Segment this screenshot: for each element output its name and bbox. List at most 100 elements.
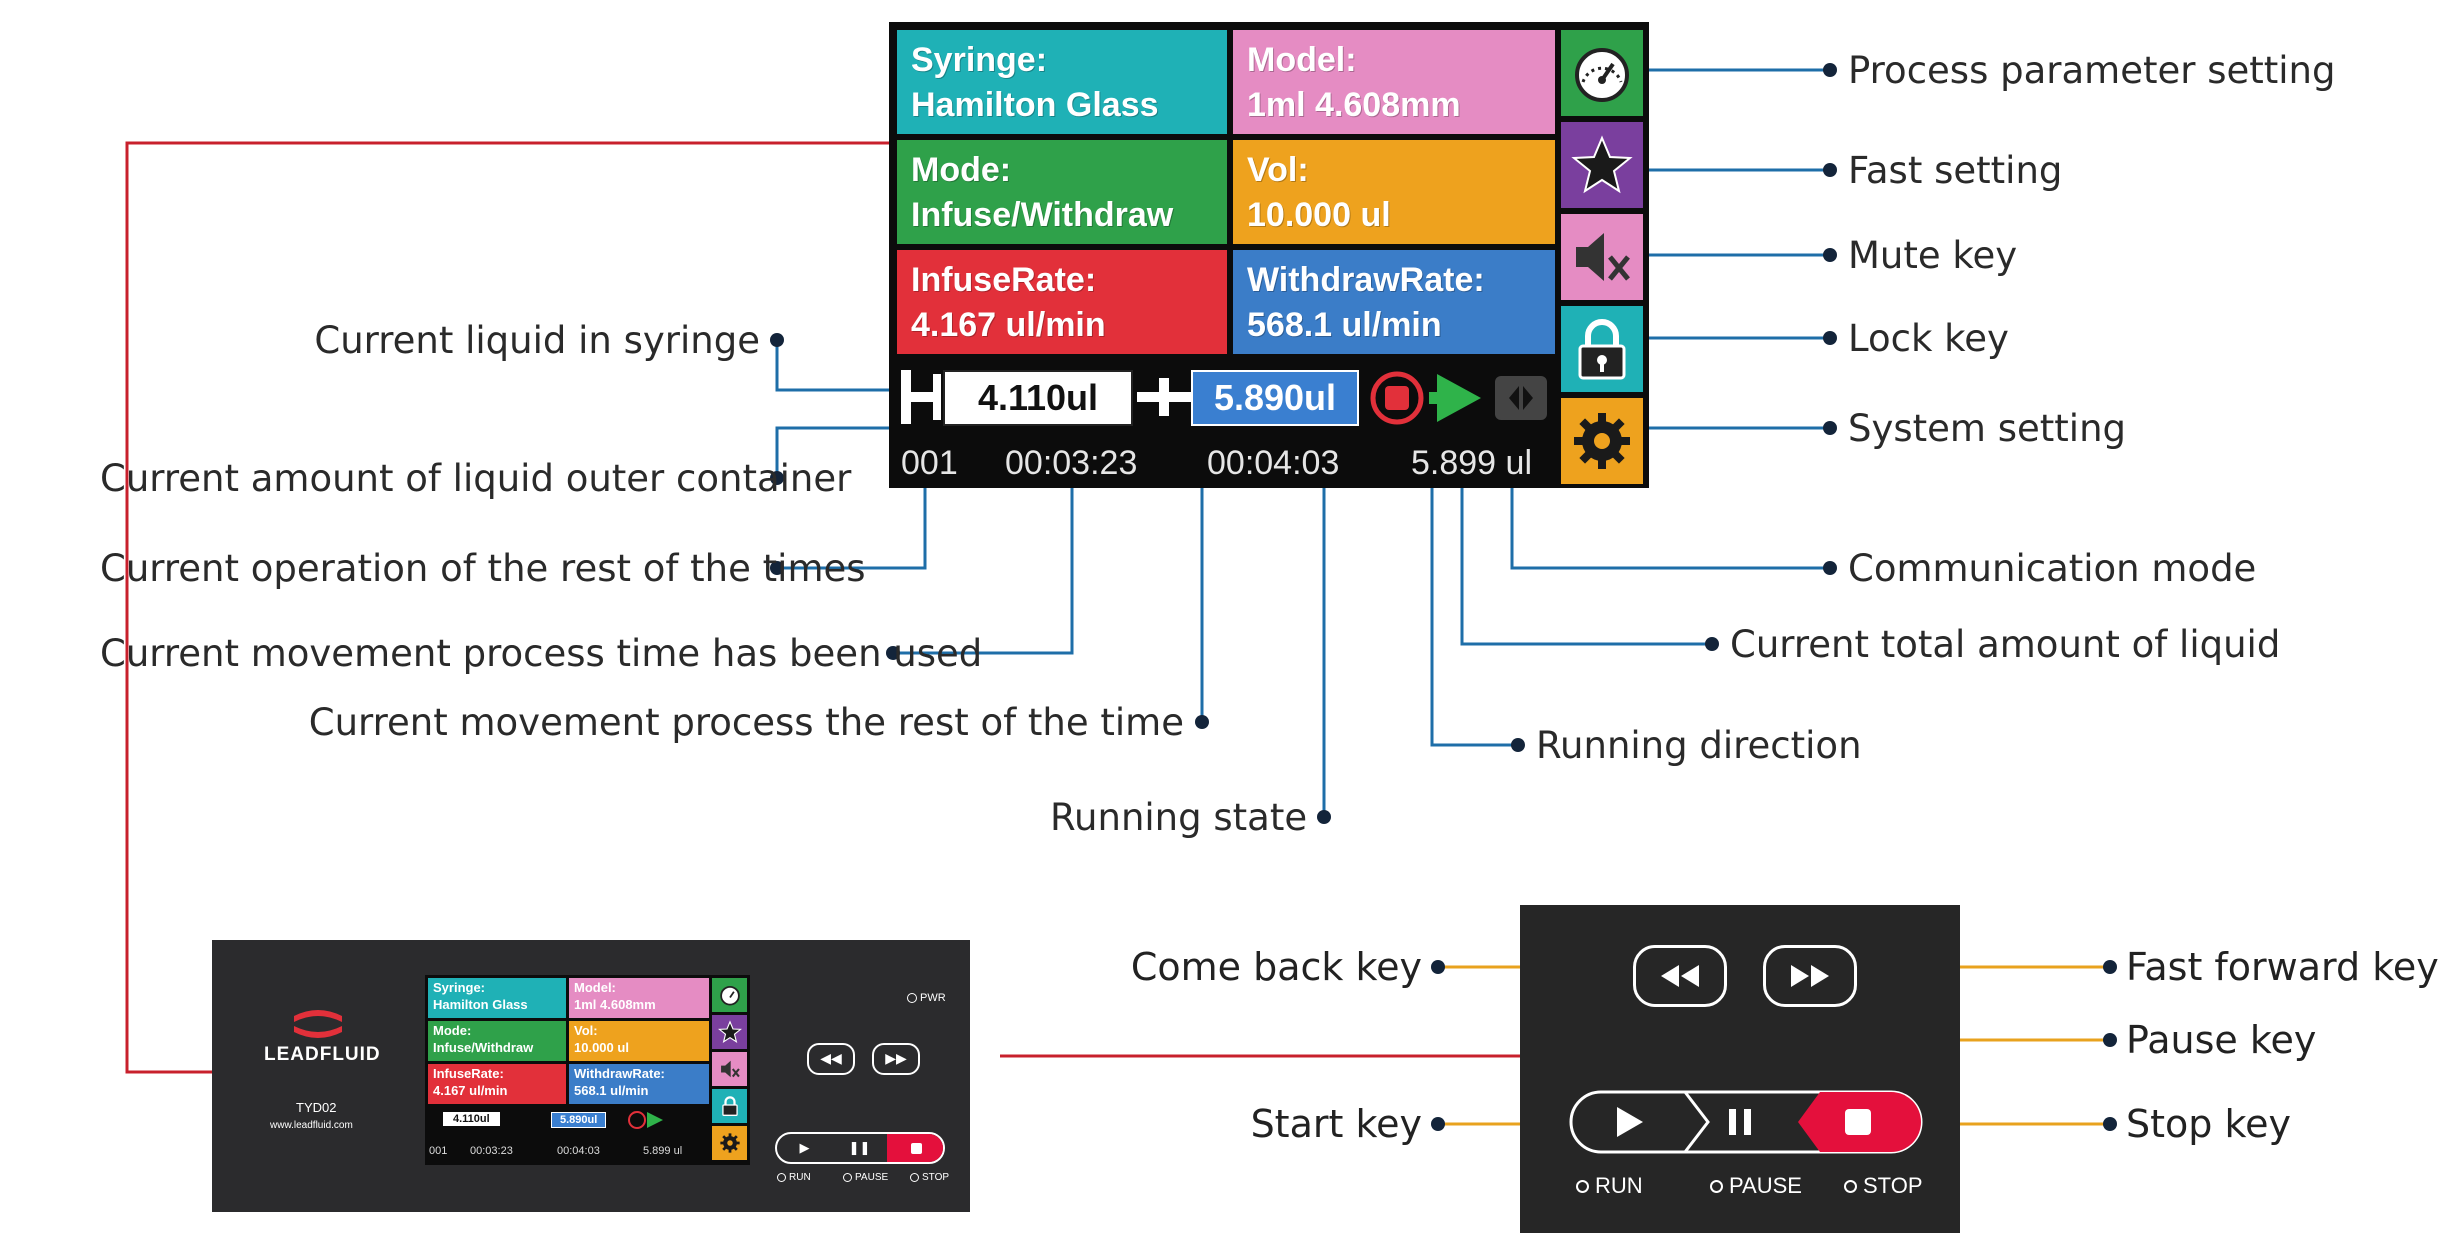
play-icon xyxy=(1617,1107,1643,1137)
mini-total-liquid: 5.899 ul xyxy=(643,1145,683,1157)
callout-pause-key: Pause key xyxy=(2126,1018,2317,1062)
keypad-panel: RUN PAUSE STOP xyxy=(1520,905,1960,1233)
withdraw-rate-value: 568.1 ul/min xyxy=(1247,305,1442,344)
process-parameter-button[interactable] xyxy=(1561,30,1643,116)
pump-device-panel: LEADFLUID TYD02 www.leadfluid.com Syring… xyxy=(212,940,970,1212)
mini-infuse-value: 4.167 ul/min xyxy=(433,1082,508,1098)
model-tile[interactable]: Model: 1ml 4.608mm xyxy=(1233,30,1555,134)
pump-screen: Syringe: Hamilton Glass Model: 1ml 4.608… xyxy=(889,22,1649,488)
infuse-rate-tile[interactable]: InfuseRate: 4.167 ul/min xyxy=(897,250,1227,354)
syringe-value: Hamilton Glass xyxy=(911,85,1159,124)
mini-outer-liquid: 5.890ul xyxy=(551,1112,607,1128)
mini-stop-button[interactable] xyxy=(887,1134,943,1162)
rewind-icon xyxy=(1661,965,1699,987)
withdraw-rate-label: WithdrawRate: xyxy=(1247,261,1485,299)
mini-lock-icon xyxy=(712,1089,747,1123)
mini-run-label: RUN xyxy=(789,1172,811,1183)
callout-time-used: Current movement process time has been u… xyxy=(100,632,983,675)
pause-button[interactable] xyxy=(1690,1093,1790,1151)
mini-stop-icon xyxy=(910,1142,922,1154)
communication-icon[interactable] xyxy=(1493,370,1549,426)
run-led-icon xyxy=(1576,1179,1589,1193)
pause-label: PAUSE xyxy=(1729,1173,1802,1198)
outer-liquid-value: 5.890ul xyxy=(1191,370,1359,426)
times-left-value: 001 xyxy=(901,444,958,482)
callout-start-key: Start key xyxy=(1250,1102,1422,1146)
mini-mode-tile: Mode: Infuse/Withdraw xyxy=(428,1021,566,1061)
stop-icon xyxy=(1845,1109,1871,1135)
mini-syringe-value: Hamilton Glass xyxy=(433,996,528,1012)
mini-pause-button[interactable]: ❚❚ xyxy=(848,1140,871,1156)
mute-icon xyxy=(1576,233,1630,281)
stop-button[interactable] xyxy=(1808,1093,1908,1151)
fast-forward-button[interactable] xyxy=(1763,945,1857,1007)
mini-model-tile: Model: 1ml 4.608mm xyxy=(569,978,709,1018)
callout-communication-mode: Communication mode xyxy=(1848,547,2257,590)
mini-rewind-icon: ◀◀ xyxy=(820,1051,842,1067)
device-link-line xyxy=(125,141,900,1074)
fast-forward-icon xyxy=(1791,965,1829,987)
mode-value: Infuse/Withdraw xyxy=(911,195,1174,234)
stop-state-icon[interactable] xyxy=(1369,370,1425,426)
vol-tile[interactable]: Vol: 10.000 ul xyxy=(1233,140,1555,244)
infuse-rate-label: InfuseRate: xyxy=(911,261,1097,299)
mini-times-left: 001 xyxy=(429,1145,448,1157)
model-value: 1ml 4.608mm xyxy=(1247,85,1461,124)
callout-process-parameter: Process parameter setting xyxy=(1848,49,2336,92)
stop-led-icon xyxy=(1844,1179,1857,1193)
start-button[interactable] xyxy=(1580,1093,1680,1151)
gear-icon xyxy=(1574,413,1630,469)
device-website: www.leadfluid.com xyxy=(270,1120,353,1131)
mini-forward-icon: ▶▶ xyxy=(885,1051,907,1067)
mini-mute-icon xyxy=(712,1052,747,1086)
mini-model-label: Model: xyxy=(574,980,616,995)
callout-running-direction: Running direction xyxy=(1536,724,1862,767)
mini-forward-button[interactable]: ▶▶ xyxy=(872,1043,920,1075)
infuse-rate-value: 4.167 ul/min xyxy=(911,305,1106,344)
lock-key-button[interactable] xyxy=(1561,306,1643,392)
come-back-button[interactable] xyxy=(1633,945,1727,1007)
mini-play-icon xyxy=(647,1112,663,1128)
syringe-tile[interactable]: Syringe: Hamilton Glass xyxy=(897,30,1227,134)
mode-tile[interactable]: Mode: Infuse/Withdraw xyxy=(897,140,1227,244)
mini-vol-value: 10.000 ul xyxy=(574,1039,629,1055)
lock-icon xyxy=(1578,319,1626,380)
mini-gauge-icon xyxy=(712,978,747,1012)
pause-indicator: PAUSE xyxy=(1710,1173,1802,1199)
mini-screen: Syringe: Hamilton Glass Model: 1ml 4.608… xyxy=(425,975,750,1165)
mini-pause-label: PAUSE xyxy=(855,1172,889,1183)
fast-setting-button[interactable] xyxy=(1561,122,1643,208)
model-label: Model: xyxy=(1247,41,1357,79)
mini-withdraw-tile: WithdrawRate: 568.1 ul/min xyxy=(569,1064,709,1104)
time-used-value: 00:03:23 xyxy=(1005,444,1138,482)
callout-fast-forward-key: Fast forward key xyxy=(2126,945,2439,989)
system-setting-button[interactable] xyxy=(1561,398,1643,484)
gauge-icon xyxy=(1575,48,1629,102)
callout-lock-key: Lock key xyxy=(1848,317,2009,360)
pause-icon xyxy=(1729,1109,1751,1135)
time-rest-value: 00:04:03 xyxy=(1207,444,1340,482)
mini-star-icon xyxy=(712,1015,747,1049)
mini-infuse-tile: InfuseRate: 4.167 ul/min xyxy=(428,1064,566,1104)
stop-label: STOP xyxy=(1863,1173,1923,1198)
callout-mute-key: Mute key xyxy=(1848,234,2018,277)
callout-rest-of-time: Current movement process the rest of the… xyxy=(308,701,1184,744)
callout-total-liquid: Current total amount of liquid xyxy=(1730,623,2281,666)
mini-rewind-button[interactable]: ◀◀ xyxy=(807,1043,855,1075)
mute-key-button[interactable] xyxy=(1561,214,1643,300)
stop-indicator: STOP xyxy=(1844,1173,1923,1199)
play-direction-icon[interactable] xyxy=(1427,368,1487,428)
mini-stop-state-icon xyxy=(628,1111,646,1129)
run-label: RUN xyxy=(1595,1173,1643,1198)
mini-model-value: 1ml 4.608mm xyxy=(574,996,656,1012)
syringe-label: Syringe: xyxy=(911,41,1048,79)
mini-pause-indicator: PAUSE xyxy=(843,1172,888,1183)
device-brand: LEADFLUID xyxy=(264,1044,381,1065)
callout-rest-of-times: Current operation of the rest of the tim… xyxy=(100,547,866,590)
vol-value: 10.000 ul xyxy=(1247,195,1391,234)
mini-run-button[interactable]: ▶ xyxy=(799,1140,810,1156)
callout-system-setting: System setting xyxy=(1848,407,2127,450)
mini-stop-indicator: STOP xyxy=(910,1172,949,1183)
syringe-liquid-value: 4.110ul xyxy=(943,370,1133,426)
withdraw-rate-tile[interactable]: WithdrawRate: 568.1 ul/min xyxy=(1233,250,1555,354)
